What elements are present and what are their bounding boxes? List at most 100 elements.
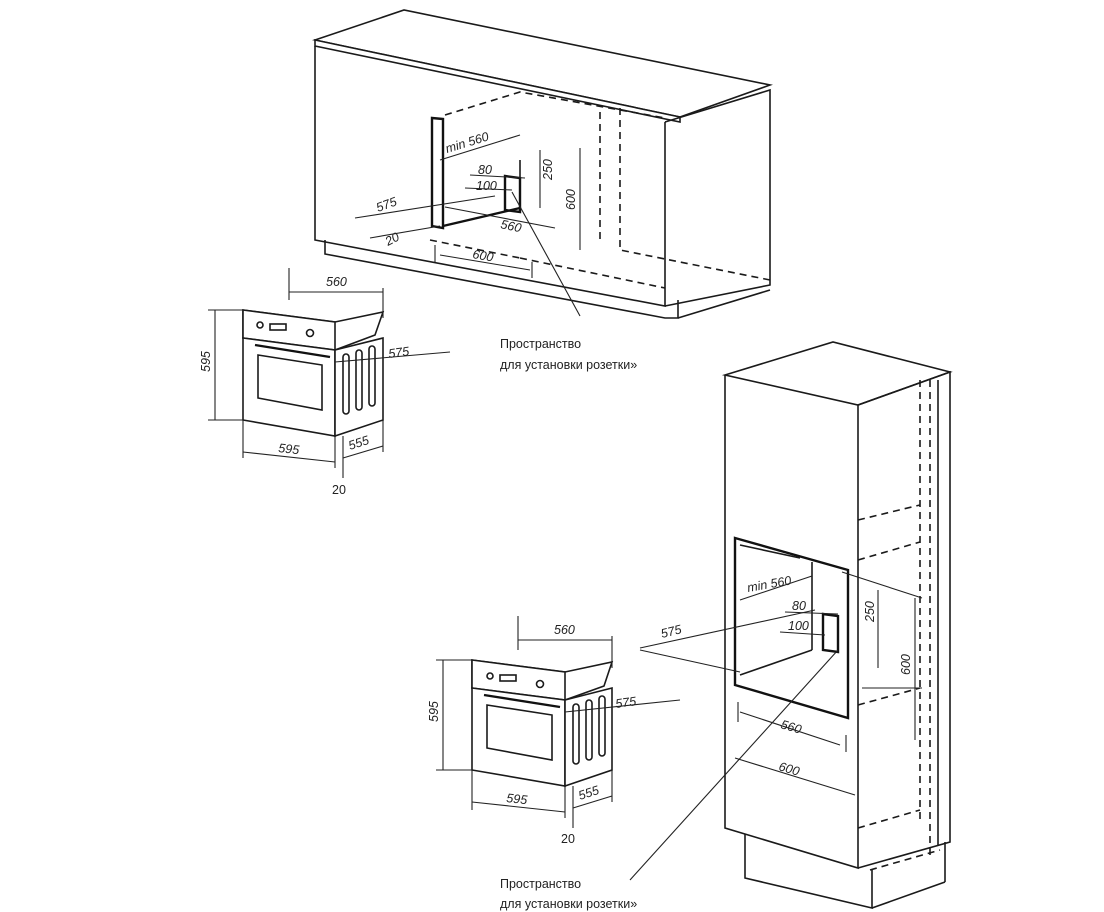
dim-575: 575 xyxy=(374,195,398,215)
dim-555-line xyxy=(572,795,613,809)
dim-min560-line xyxy=(439,134,521,161)
dim-560-line xyxy=(444,206,556,229)
socket-leader xyxy=(511,191,581,317)
dim-555: 555 xyxy=(577,783,601,803)
dim-100-line xyxy=(779,631,826,636)
dim-100: 100 xyxy=(476,179,497,193)
hidden-top xyxy=(444,91,666,119)
hidden-shelf-1 xyxy=(857,541,921,561)
dim-250: 250 xyxy=(541,159,555,181)
dim-tick xyxy=(841,571,923,599)
oven-display xyxy=(499,674,517,682)
dim-600-line xyxy=(734,757,856,796)
hidden-bottom xyxy=(519,257,666,289)
column-top xyxy=(721,341,953,406)
dim-600-vertical: 600 xyxy=(899,654,913,675)
dim-575-line xyxy=(334,351,451,363)
dim-80: 80 xyxy=(478,163,492,177)
side-vent-1 xyxy=(572,703,580,765)
dim-575: 575 xyxy=(659,622,683,641)
column-plinth-side xyxy=(871,881,946,909)
dim-250: 250 xyxy=(863,601,877,623)
socket-note-line1: Пространство xyxy=(500,877,581,891)
dim-595-width: 595 xyxy=(278,441,300,457)
plinth-side xyxy=(677,289,771,319)
dim-100: 100 xyxy=(788,619,809,633)
dim-min560-line xyxy=(739,575,813,601)
countertop-top xyxy=(311,9,773,118)
dim-575-ext xyxy=(639,649,741,673)
dim-80-line xyxy=(784,611,839,615)
hidden-floor xyxy=(429,239,521,259)
knob-right-icon xyxy=(535,679,545,689)
dim-560-line xyxy=(739,711,841,746)
oven-window xyxy=(486,704,553,761)
dim-20: 20 xyxy=(561,832,575,846)
top-cabinet: min 560 80 100 250 600 575 20 560 600 Пр… xyxy=(311,9,773,372)
niche-left-wall xyxy=(430,116,445,230)
hidden-floor xyxy=(869,849,941,871)
dim-560: 560 xyxy=(326,275,347,289)
dim-595-width: 595 xyxy=(506,791,528,807)
niche-inner-top xyxy=(739,544,801,559)
dim-20-line xyxy=(369,225,441,239)
dim-min560: min 560 xyxy=(746,573,792,595)
side-vent-1 xyxy=(342,353,350,415)
hidden-shelf-3 xyxy=(857,809,921,829)
hidden-shelf-top xyxy=(857,504,921,521)
knob-right-icon xyxy=(305,328,315,338)
dim-80-line xyxy=(469,174,526,179)
niche-inner-floor xyxy=(739,649,813,676)
oven-handle xyxy=(483,693,561,709)
hidden-back-2 xyxy=(619,108,771,281)
dim-600: 600 xyxy=(471,247,494,264)
dim-575-line xyxy=(354,195,496,219)
knob-left-icon xyxy=(256,321,264,329)
hidden-shelf-2 xyxy=(857,687,921,706)
dim-80: 80 xyxy=(792,599,806,613)
cabinet-side xyxy=(664,88,771,307)
socket-note-line1: Пространство xyxy=(500,337,581,351)
dim-560: 560 xyxy=(499,217,522,235)
socket-note-line2: для установки розетки» xyxy=(500,358,637,372)
dim-595-line xyxy=(242,451,336,463)
column-niche xyxy=(733,536,850,720)
dim-20: 20 xyxy=(382,230,402,249)
socket-note-line2: для установки розетки» xyxy=(500,897,637,911)
dim-595-height: 595 xyxy=(199,351,213,372)
dim-600-vertical: 600 xyxy=(564,189,578,210)
side-vent-3 xyxy=(368,345,376,407)
dim-555: 555 xyxy=(347,433,371,453)
oven-handle xyxy=(254,343,331,359)
oven-display xyxy=(269,323,287,331)
plinth xyxy=(324,240,679,319)
dim-575: 575 xyxy=(387,344,410,361)
column-plinth xyxy=(744,834,873,910)
dim-575-line xyxy=(564,699,681,713)
dim-20: 20 xyxy=(332,483,346,497)
column-front xyxy=(724,375,859,870)
dim-600-line xyxy=(439,254,531,271)
dim-595-height: 595 xyxy=(427,701,441,722)
dim-575: 575 xyxy=(614,694,637,711)
oven-door xyxy=(471,687,566,787)
oven-window xyxy=(257,354,323,411)
oven-bottom: 560 595 575 595 555 20 xyxy=(427,616,681,846)
dim-560: 560 xyxy=(554,623,575,637)
oven-top: 560 595 575 595 555 20 xyxy=(199,268,451,497)
dim-555-line xyxy=(342,445,384,459)
knob-left-icon xyxy=(486,672,494,680)
dim-575-line xyxy=(639,609,816,649)
cabinet-front xyxy=(314,46,666,307)
side-vent-3 xyxy=(598,695,606,757)
socket-area xyxy=(821,612,840,654)
dim-100-line xyxy=(464,187,513,191)
side-vent-2 xyxy=(355,349,363,411)
column-side xyxy=(857,370,951,869)
dim-595-line xyxy=(471,801,566,813)
dim-560: 560 xyxy=(779,717,803,736)
column-cabinet: min 560 80 100 250 600 575 560 600 Прост… xyxy=(500,341,953,911)
dim-600: 600 xyxy=(777,759,801,778)
socket-leader xyxy=(629,649,839,881)
